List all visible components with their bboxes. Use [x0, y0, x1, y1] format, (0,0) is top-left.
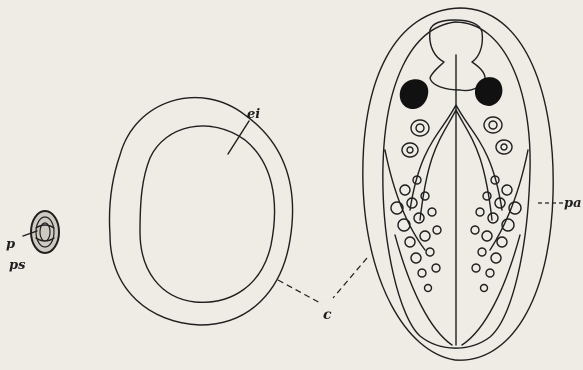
- label-c: c: [323, 307, 332, 323]
- suckers: [402, 117, 512, 157]
- label-pa: pa: [564, 196, 582, 211]
- label-ei: ei: [247, 107, 260, 122]
- larva-body: [363, 8, 553, 360]
- small-specimen: [23, 211, 59, 253]
- granules-left: [391, 176, 441, 292]
- leader-c-right: [333, 258, 367, 298]
- granules-right: [471, 176, 521, 292]
- cyst-ring: [109, 98, 292, 325]
- leader-c-left: [278, 280, 322, 304]
- label-p: p: [6, 237, 15, 252]
- leader-ei: [228, 121, 249, 154]
- label-ps: ps: [9, 258, 26, 273]
